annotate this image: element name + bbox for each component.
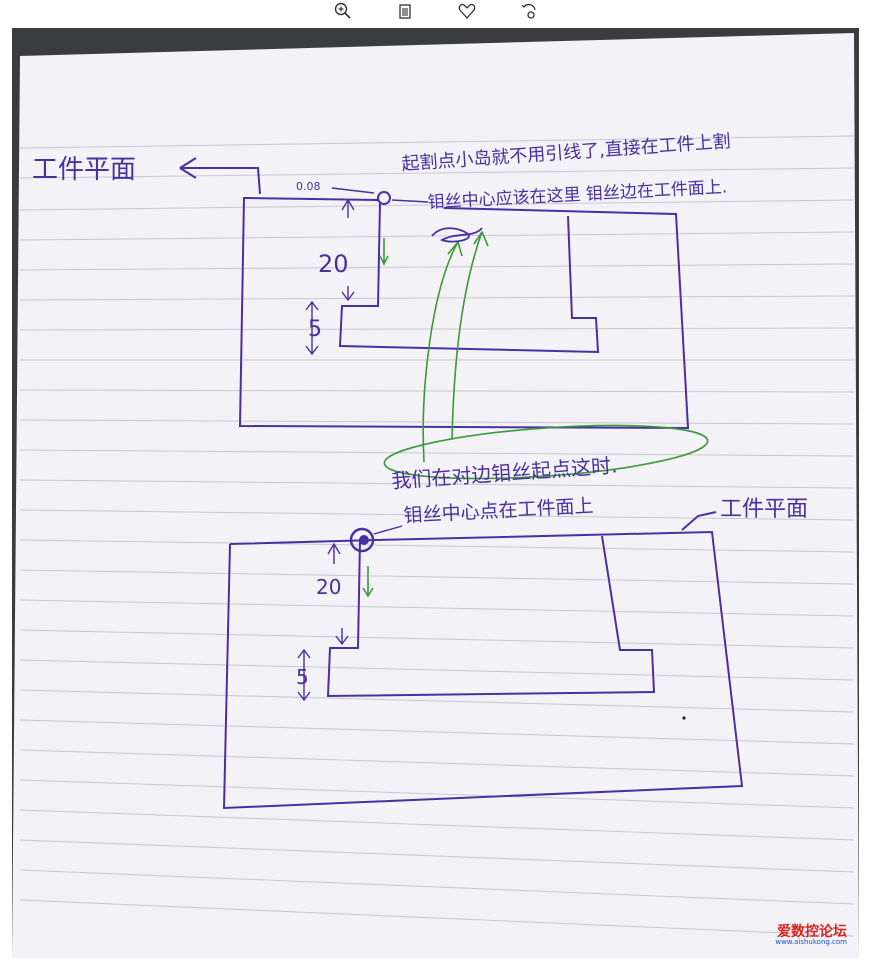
- image-viewer-toolbar: [0, 0, 871, 22]
- bottom-workpiece-outline: [222, 511, 744, 810]
- bottom-dimension-step: 5: [296, 665, 309, 689]
- bottom-label-workpiece-plane: 工件平面: [720, 497, 808, 522]
- zoom-in-icon: [334, 2, 351, 19]
- rotate-icon: [521, 3, 536, 19]
- bottom-dimension-marks: [297, 525, 403, 702]
- watermark-url: www.aishukong.com: [775, 938, 847, 946]
- top-workpiece-outline: [179, 157, 690, 430]
- top-dimension-marks: [305, 187, 429, 356]
- trash-icon: [398, 4, 411, 19]
- bottom-dimension-height: 20: [316, 575, 341, 599]
- heart-icon: [458, 3, 475, 19]
- rotate-button[interactable]: [498, 0, 560, 22]
- top-dimension-step: 5: [308, 317, 322, 342]
- site-watermark: 爱数控论坛 www.aishukong.com: [775, 925, 847, 946]
- zoom-in-button[interactable]: [312, 0, 374, 22]
- delete-button[interactable]: [374, 0, 436, 22]
- top-label-workpiece-plane: 工件平面: [32, 155, 136, 185]
- top-dimension-height: 20: [318, 250, 349, 278]
- ink-dot: [682, 716, 686, 720]
- photo-notebook-sketch: 工件平面 0.08 起割点小岛就不用引线了,直接在工件上割 钼丝中心应该在这里 …: [12, 28, 859, 958]
- top-dimension-small: 0.08: [296, 180, 321, 193]
- watermark-name: 爱数控论坛: [777, 924, 847, 940]
- favorite-button[interactable]: [436, 0, 498, 22]
- scribble-mark: [431, 227, 483, 243]
- notebook-page: 工件平面 0.08 起割点小岛就不用引线了,直接在工件上割 钼丝中心应该在这里 …: [12, 33, 859, 958]
- green-arrows: [362, 230, 709, 598]
